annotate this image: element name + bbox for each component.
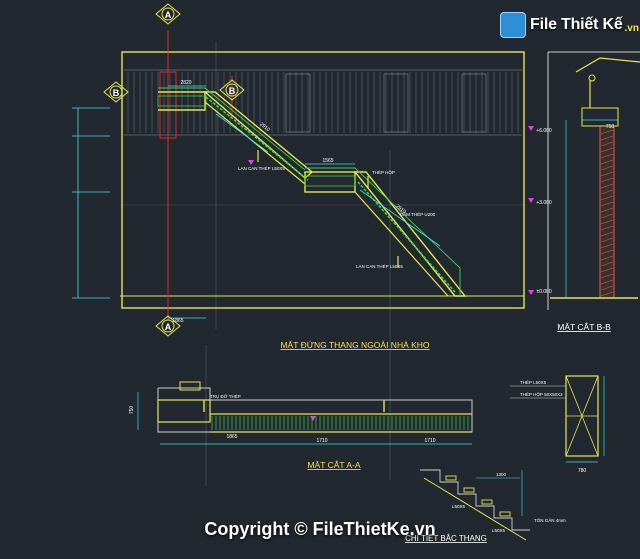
bb-roof	[575, 57, 640, 73]
aa-tread-hatch	[211, 416, 469, 430]
text-labels: A B B A MẶT ĐỨNG THANG NGOÀI NHÀ KHO MẶT…	[113, 10, 615, 543]
callout-tread-2: L50X5	[492, 528, 506, 533]
staircase-elevation	[157, 87, 467, 297]
dim-aa-right: 1710	[424, 438, 435, 444]
tread-detail	[420, 469, 530, 541]
logo-suffix: .vn	[624, 22, 639, 34]
section-bb	[547, 51, 640, 310]
grid-bubble-top	[155, 3, 181, 25]
dim-aa-left: 1865	[226, 434, 237, 440]
callout-detail-1: THÉP L50X5	[520, 379, 547, 385]
dim-left-offset: 1865	[172, 318, 183, 324]
grid-axis-red	[167, 30, 233, 320]
callout-upper-rail: LAN CAN THÉP L50X5	[238, 165, 285, 171]
level-top: +6.000	[536, 128, 552, 134]
door-column	[159, 71, 177, 139]
support-posts	[257, 150, 399, 268]
callout-aa-note: TRỤ ĐỠ THÉP	[210, 393, 241, 399]
callout-lower-rail: LAN CAN THÉP L50X5	[356, 263, 403, 269]
elevation-frame	[121, 51, 525, 309]
mid-landing	[304, 171, 356, 193]
grid-label-top: A	[165, 10, 172, 20]
section-bb-title: MẶT CẮT B-B	[557, 322, 611, 332]
callout-tread-1: L50X5	[452, 504, 466, 509]
section-aa-title: MẶT CẮT A-A	[307, 460, 360, 470]
grid-label-right: B	[229, 86, 236, 96]
bb-landing	[581, 107, 619, 127]
dim-aa-height: 750	[129, 406, 135, 415]
upper-flight-treads	[205, 96, 309, 181]
upper-flight-soffit	[204, 101, 306, 185]
callout-beam-note: DẦM THÉP U200	[400, 211, 436, 217]
detail-frame	[510, 375, 605, 463]
cladding-ribs	[127, 72, 519, 133]
upper-handrail	[158, 87, 306, 171]
elevation-title: MẶT ĐỨNG THANG NGOÀI NHÀ KHO	[280, 340, 429, 350]
top-landing	[158, 91, 206, 111]
elevation-dimensions	[72, 85, 441, 319]
dim-top-landing: 2820	[180, 80, 191, 86]
callout-detail-2: THÉP HỘP 50X50X2	[520, 391, 563, 397]
dim-bb-width: 750	[606, 124, 615, 130]
dim-upper-flight: 2910	[258, 121, 271, 133]
lower-flight-soffit	[354, 191, 449, 297]
dim-aa-span: 1710	[316, 438, 327, 444]
lower-flight-stringer	[353, 171, 467, 297]
center-lines	[120, 42, 525, 486]
logo-text: File Thiết Kế	[530, 16, 623, 33]
site-logo: File Thiết Kế .vn	[500, 12, 639, 38]
wall-cladding	[124, 69, 522, 136]
dim-lower-flight: 2910	[394, 203, 407, 215]
level-base: ±0.000	[536, 289, 551, 295]
grid-bubble-left	[103, 81, 129, 103]
mid-landing-hatch	[304, 175, 356, 187]
callout-tread-3: TÔN GÂN 4mm	[534, 517, 566, 523]
logo-icon	[500, 12, 526, 38]
aa-end-block	[157, 399, 211, 423]
lower-handrail	[305, 167, 461, 296]
dim-tread: 1300	[496, 472, 507, 477]
level-markers	[248, 126, 534, 421]
bb-hatch	[600, 129, 614, 297]
dim-detail-width: 780	[578, 468, 587, 474]
dim-mid-landing: 1565	[322, 158, 333, 164]
level-mid: +3.000	[536, 200, 552, 206]
callout-rail-note: THÉP HỘP	[372, 169, 395, 175]
elevation-building	[120, 51, 525, 309]
section-aa	[137, 381, 473, 445]
grid-bubble-right	[219, 79, 245, 101]
louvre-panels	[285, 73, 487, 133]
tread-detail-title: CHI TIẾT BẬC THANG	[405, 533, 487, 543]
grid-bubble-bottom	[155, 315, 181, 337]
copyright-watermark: Copyright © FileThietKe.vn	[204, 519, 436, 539]
grid-label-left: B	[113, 88, 120, 98]
grid-label-bottom: A	[165, 322, 172, 332]
top-landing-hatch	[157, 95, 207, 107]
